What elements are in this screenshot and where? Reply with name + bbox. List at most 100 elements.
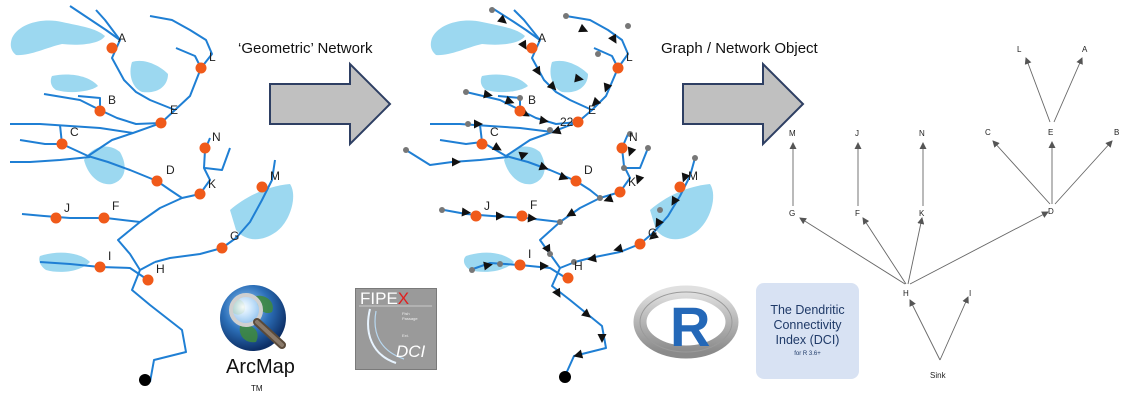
flow-arrow — [671, 195, 680, 206]
node-c — [56, 138, 68, 150]
flow-arrow — [538, 161, 549, 171]
directed-nodes — [470, 42, 686, 284]
lake-shapes — [430, 20, 714, 272]
flow-arrow — [627, 146, 637, 157]
directed-label: M — [688, 169, 698, 183]
flow-arrow — [491, 142, 502, 151]
graph-edges — [789, 57, 1113, 361]
graph-network-object: L A M J N C E B G F K D H I Sink — [789, 45, 1119, 380]
graph-node-labels: L A M J N C E B G F K D H I Sink — [789, 45, 1119, 380]
graph-label: A — [1082, 45, 1088, 54]
directed-label: J — [484, 199, 490, 213]
stream-label: D — [166, 163, 175, 177]
fipex-name: FIPE — [360, 289, 398, 308]
graph-label: N — [919, 129, 925, 138]
flow-arrow — [681, 172, 691, 183]
flow-direction-arrows — [452, 14, 691, 359]
node-d — [570, 175, 582, 187]
lake — [39, 252, 90, 272]
stream-label: M — [270, 169, 280, 183]
node-g — [634, 238, 646, 250]
graph-label: L — [1017, 45, 1022, 54]
r-logo — [633, 285, 739, 359]
node-h — [562, 272, 574, 284]
node-l — [612, 62, 624, 74]
flow-arrow — [497, 14, 507, 24]
directed-label: 22 — [560, 115, 574, 129]
fipex-tag-3: Ext. — [402, 333, 409, 338]
node-f — [516, 210, 528, 222]
fipex-logo: FIPEX Fish Passage Ext. DCI — [355, 288, 437, 370]
flow-arrow — [558, 171, 569, 181]
graph-label: F — [855, 209, 860, 218]
fipex-dci: DCI — [396, 342, 426, 361]
flow-arrow — [574, 73, 584, 83]
node-n — [199, 142, 211, 154]
node-a — [526, 42, 538, 54]
node-e — [155, 117, 167, 129]
dci-subtitle: for R 3.6+ — [794, 351, 821, 357]
flow-arrow — [542, 243, 551, 254]
flow-arrow — [573, 349, 584, 359]
magnifier-icon — [229, 293, 263, 327]
directed-label: N — [629, 130, 638, 144]
graph-label: B — [1114, 128, 1119, 137]
graph-network-heading: Graph / Network Object — [661, 40, 818, 57]
flow-arrow — [518, 151, 529, 161]
node-h — [142, 274, 154, 286]
stream-label: J — [64, 201, 70, 215]
node-j — [470, 210, 482, 222]
stream-network-map: A L B E C N D K M J F G I H — [10, 5, 294, 386]
arcmap-logo — [220, 285, 286, 351]
fipex-tag-1: Fish — [402, 311, 410, 316]
graph-label: G — [789, 209, 795, 218]
graph-label: H — [903, 289, 909, 298]
node-b — [514, 105, 526, 117]
directed-label: G — [648, 226, 657, 240]
flow-arrow — [527, 213, 537, 223]
lake — [650, 184, 714, 240]
node-k — [614, 186, 626, 198]
graph-label: K — [919, 209, 925, 218]
graph-label: M — [789, 129, 796, 138]
graph-label: D — [1048, 207, 1054, 216]
directed-label: L — [626, 50, 633, 64]
directed-label: C — [490, 125, 499, 139]
flow-arrow — [539, 115, 549, 125]
node-i — [514, 259, 526, 271]
node-j — [50, 212, 62, 224]
flow-arrow — [613, 243, 624, 253]
lake — [480, 74, 528, 93]
flow-arrow — [483, 261, 493, 271]
node-a — [106, 42, 118, 54]
flow-arrow — [649, 230, 659, 240]
lake — [84, 146, 125, 185]
graph-label: E — [1048, 128, 1053, 137]
flow-arrow — [496, 211, 505, 221]
lake — [430, 20, 525, 56]
flow-arrow — [608, 33, 617, 44]
directed-label: H — [574, 259, 583, 273]
graph-label: C — [985, 128, 991, 137]
directed-label: B — [528, 93, 536, 107]
lake-shapes — [10, 20, 294, 272]
flow-arrow — [532, 65, 541, 76]
node-b — [94, 105, 106, 117]
flow-arrow — [452, 157, 461, 167]
node-i — [94, 261, 106, 273]
stream-label: C — [70, 125, 79, 139]
flow-arrow — [518, 39, 527, 50]
directed-label: D — [584, 163, 593, 177]
flow-arrow — [483, 89, 493, 99]
node-m — [256, 181, 268, 193]
node-c — [476, 138, 488, 150]
directed-label: E — [588, 103, 596, 117]
flow-arrow — [597, 334, 607, 343]
sink-node — [139, 374, 151, 386]
node-n — [616, 142, 628, 154]
transform-arrow-2 — [682, 61, 805, 147]
graph-label: Sink — [930, 371, 947, 380]
lake — [130, 60, 168, 93]
node-f — [98, 212, 110, 224]
